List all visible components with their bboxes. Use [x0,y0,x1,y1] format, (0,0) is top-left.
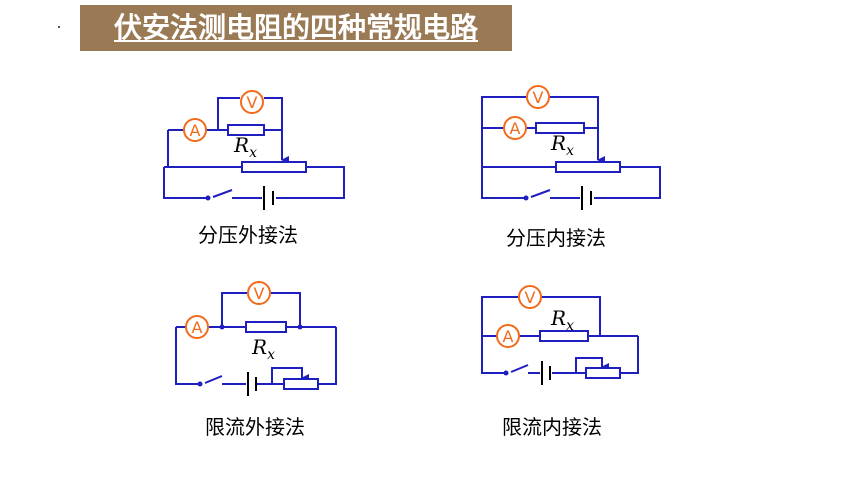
ammeter: A [185,315,209,339]
switch-blade [510,364,529,373]
wire [575,357,609,373]
ammeter: A [503,116,527,140]
resistor-label: Rx [251,335,275,363]
voltmeter-label: V [525,288,536,307]
wire [481,336,504,374]
rheostat [283,378,319,390]
voltmeter: V [526,85,550,109]
wire [620,336,639,374]
caption-circuit-3: 限流外接法 [205,415,305,439]
circuit-current-limiting-internal [481,296,639,374]
wire [271,367,309,384]
switch-blade [204,375,223,384]
decorative-dot [58,26,60,28]
wire [217,97,240,130]
wire [221,292,247,327]
wire [264,97,283,130]
caption-circuit-1: 分压外接法 [198,223,298,247]
wire [594,166,661,199]
circuit-current-limiting-external [175,292,337,385]
battery [581,186,592,210]
wire [481,167,524,199]
switch-pivot [197,381,203,387]
rheostat [585,367,621,379]
switch-pivot [503,370,509,376]
wire [163,167,206,199]
wire [318,327,337,385]
resistor-label: Rx [550,306,574,334]
resistor-rx [245,321,287,333]
ammeter-label: A [190,121,201,140]
battery [263,186,274,210]
wire [276,166,345,199]
caption-circuit-4: 限流内接法 [502,415,602,439]
resistor-rx [227,124,265,136]
resistor-label: Rx [233,133,257,161]
resistor-rx [539,330,589,342]
wire [481,96,526,128]
switch-pivot [523,195,529,201]
ammeter-label: A [192,318,203,337]
wire [481,296,518,336]
ammeter: A [496,324,520,348]
switch-blade [212,189,233,198]
switch-blade [530,189,551,198]
rheostat [241,161,307,173]
wire [271,292,301,327]
voltmeter: V [247,281,271,305]
rheostat [555,161,621,173]
ammeter-label: A [503,327,514,346]
caption-circuit-2: 分压内接法 [506,226,606,250]
wire [542,296,601,336]
voltmeter-label: V [533,88,544,107]
resistor-rx [535,122,585,134]
title-banner: 伏安法测电阻的四种常规电路 [80,5,512,51]
page-title: 伏安法测电阻的四种常规电路 [113,11,478,44]
battery [541,361,551,385]
battery [247,372,257,396]
switch-pivot [205,195,211,201]
voltmeter: V [240,90,264,114]
voltmeter-label: V [254,284,265,303]
circuit-partial-voltage-external [163,97,345,199]
ammeter-label: A [510,119,521,138]
wire [175,327,198,385]
junction-node [297,324,303,330]
ammeter: A [183,118,207,142]
junction-node [219,324,225,330]
wire [550,96,599,128]
resistor-label: Rx [550,131,574,159]
circuit-partial-voltage-internal [481,96,661,199]
voltmeter: V [518,285,542,309]
voltmeter-label: V [247,93,258,112]
